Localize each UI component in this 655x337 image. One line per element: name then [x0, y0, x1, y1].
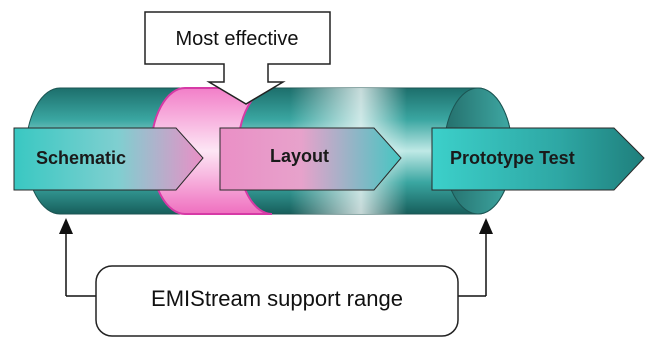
stage-arrow-shape — [219, 127, 402, 191]
stage-arrow-layout: Layout — [219, 127, 402, 191]
stage-label-layout: Layout — [270, 146, 329, 166]
stage-arrow-schematic: Schematic — [13, 127, 204, 191]
stage-arrow-shape — [13, 127, 204, 191]
callout-text: Most effective — [175, 28, 298, 50]
stage-label-prototype-test: Prototype Test — [450, 148, 575, 168]
left-arrow-head — [59, 218, 73, 234]
callout-box — [144, 11, 331, 105]
support-range-text: EMIStream support range — [151, 286, 403, 311]
stage-label-schematic: Schematic — [36, 148, 126, 168]
support-range-box — [95, 265, 459, 337]
right-arrow-head — [479, 218, 493, 234]
support-range-bracket: EMIStream support range — [59, 218, 493, 337]
callout: Most effective — [144, 11, 331, 105]
stage-arrow-shape — [431, 127, 645, 191]
stage-arrow-prototype-test: Prototype Test — [431, 127, 645, 191]
